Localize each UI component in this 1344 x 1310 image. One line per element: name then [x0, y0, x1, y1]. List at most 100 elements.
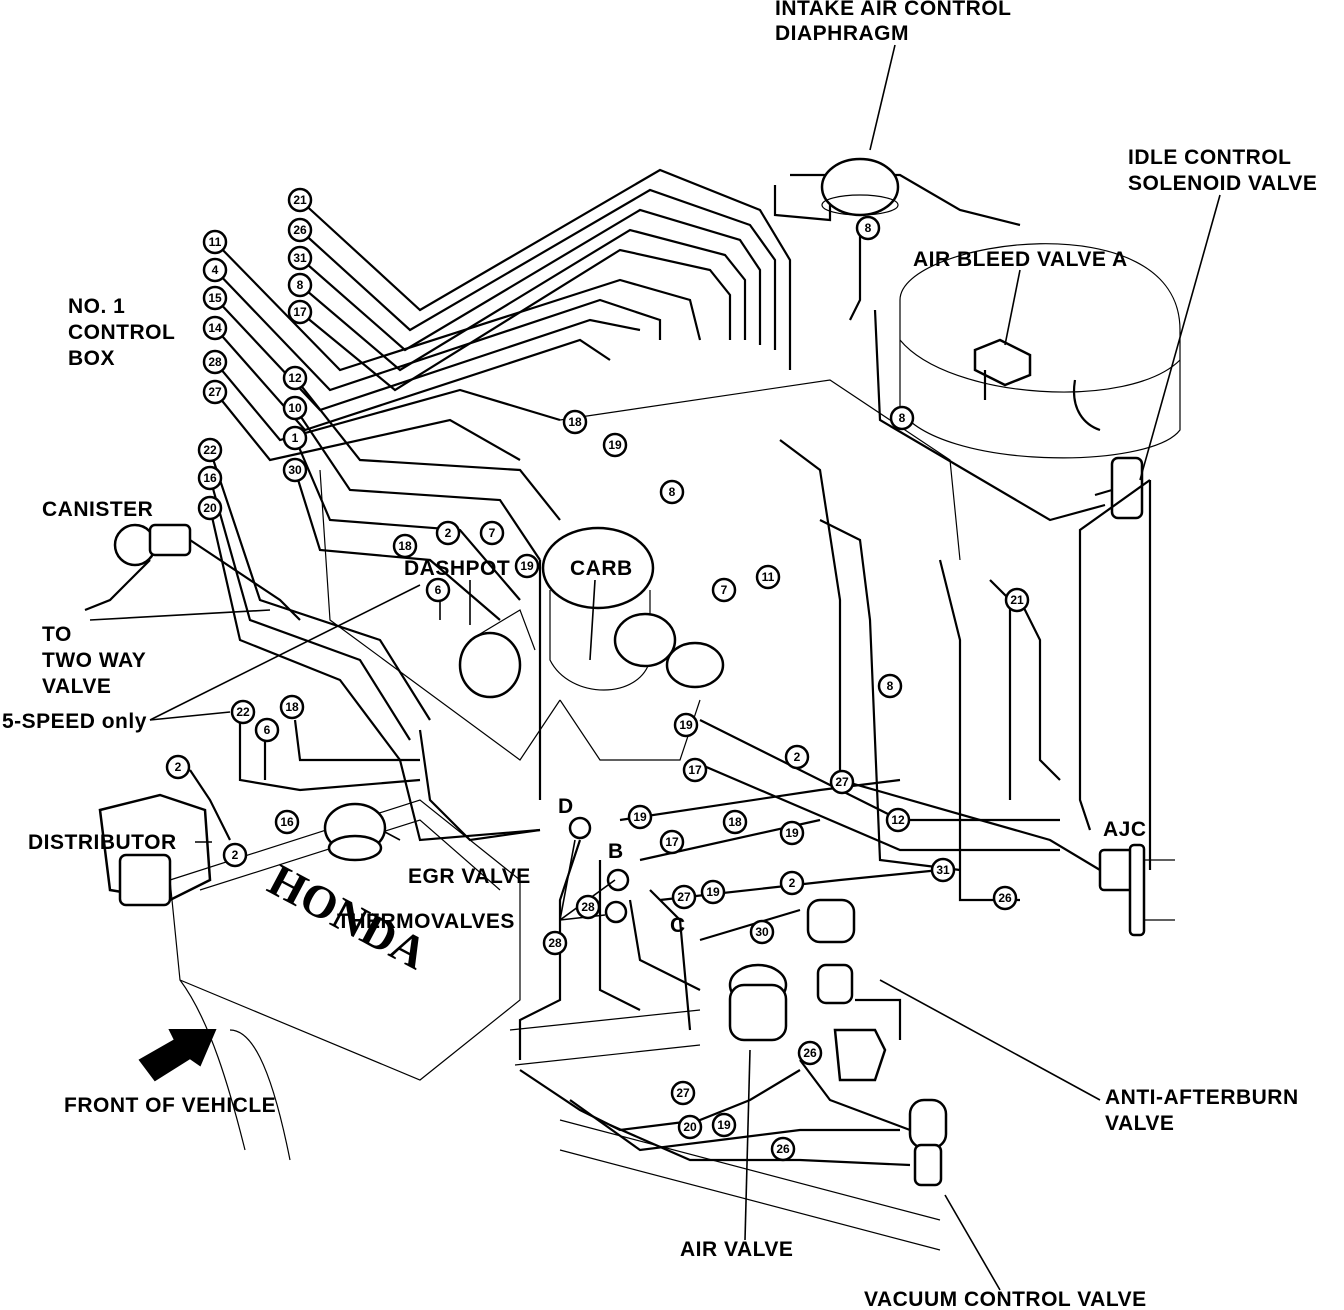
anti-afterburn-valve-label: VALVE — [1105, 1112, 1174, 1135]
hose-number: 31 — [930, 857, 956, 883]
carburetor-shape — [541, 526, 655, 610]
thermovalves-label: THERMOVALVES — [337, 910, 515, 933]
hose-number: 7 — [711, 577, 737, 603]
leader-lines — [89, 44, 1221, 1291]
hose-number: 1 — [282, 425, 308, 451]
svg-text:27: 27 — [835, 775, 849, 789]
hose-number: 19 — [627, 804, 653, 830]
front-arrow-icon — [138, 1029, 217, 1082]
svg-text:18: 18 — [728, 815, 742, 829]
hose-number: 18 — [562, 409, 588, 435]
air-bleed-valve-label: AIR BLEED VALVE A — [913, 248, 1128, 271]
idle-control-label: IDLE CONTROL — [1128, 146, 1292, 169]
anti-afterburn-valve-shape — [806, 898, 856, 944]
hose-number: 12 — [282, 365, 308, 391]
svg-text:2: 2 — [445, 526, 452, 540]
svg-text:7: 7 — [721, 583, 728, 597]
svg-text:2: 2 — [794, 750, 801, 764]
hose-number: 21 — [1004, 587, 1030, 613]
dashpot-shape — [458, 631, 522, 699]
svg-text:10: 10 — [288, 401, 302, 415]
to-label: TO — [42, 623, 72, 646]
svg-text:19: 19 — [785, 826, 799, 840]
hose-number: 10 — [282, 395, 308, 421]
svg-text:18: 18 — [285, 700, 299, 714]
hose-number: 11 — [755, 564, 781, 590]
anti-afterburn-label: ANTI-AFTERBURN — [1105, 1086, 1299, 1109]
hose-number: 6 — [254, 717, 280, 743]
thermovalve-b-label: B — [608, 840, 624, 863]
hose-number: 30 — [282, 457, 308, 483]
svg-text:2: 2 — [175, 760, 182, 774]
svg-text:11: 11 — [209, 235, 222, 249]
solenoid-valve-label: SOLENOID VALVE — [1128, 172, 1317, 195]
component-labels: INTAKE AIR CONTROL DIAPHRAGM IDLE CONTRO… — [2, 0, 1317, 1310]
svg-text:22: 22 — [203, 443, 217, 457]
svg-text:18: 18 — [568, 415, 582, 429]
two-way-label: TWO WAY — [42, 649, 146, 672]
hose-number: 2 — [784, 744, 810, 770]
control-label: CONTROL — [68, 321, 175, 344]
svg-text:28: 28 — [208, 355, 222, 369]
svg-text:8: 8 — [297, 278, 304, 292]
hose-number: 26 — [770, 1136, 796, 1162]
svg-text:1: 1 — [292, 431, 299, 445]
svg-text:19: 19 — [633, 810, 647, 824]
hose-number: 18 — [392, 533, 418, 559]
hose-number: 11 — [202, 229, 228, 255]
egr-valve-label: EGR VALVE — [408, 865, 531, 888]
svg-text:8: 8 — [865, 221, 872, 235]
hose-number: 7 — [479, 520, 505, 546]
hose-number: 27 — [202, 379, 228, 405]
svg-text:4: 4 — [212, 263, 219, 277]
svg-text:8: 8 — [887, 679, 894, 693]
hose-number: 26 — [992, 885, 1018, 911]
svg-text:8: 8 — [899, 411, 906, 425]
hose-number: 12 — [885, 807, 911, 833]
svg-text:12: 12 — [891, 813, 905, 827]
hose-number: 15 — [202, 285, 228, 311]
svg-text:20: 20 — [203, 501, 217, 515]
intake-air-control-diaphragm-shape — [820, 157, 900, 217]
hose-number: 31 — [287, 245, 313, 271]
svg-text:28: 28 — [581, 900, 595, 914]
svg-text:26: 26 — [293, 223, 307, 237]
svg-text:19: 19 — [706, 885, 720, 899]
intake-air-control-label: INTAKE AIR CONTROL — [775, 0, 1011, 20]
thermovalve-d-label: D — [558, 795, 574, 818]
valve-label: VALVE — [42, 675, 111, 698]
hose-number: 27 — [670, 1080, 696, 1106]
hose-number: 4 — [202, 257, 228, 283]
svg-text:20: 20 — [683, 1120, 697, 1134]
engine-drawing: HONDA — [98, 157, 1181, 1251]
svg-text:18: 18 — [398, 539, 412, 553]
hose-number: 19 — [779, 820, 805, 846]
diaphragm-label: DIAPHRAGM — [775, 22, 909, 45]
hose-number: 18 — [279, 694, 305, 720]
dashpot-label: DASHPOT — [404, 557, 510, 580]
canister-label: CANISTER — [42, 498, 153, 521]
svg-text:16: 16 — [203, 471, 217, 485]
hose-number: 28 — [202, 349, 228, 375]
carb-label: CARB — [570, 557, 633, 580]
svg-text:19: 19 — [717, 1118, 731, 1132]
svg-text:11: 11 — [762, 570, 775, 584]
hose-number: 19 — [514, 553, 540, 579]
hose-number: 17 — [659, 829, 685, 855]
svg-text:28: 28 — [548, 936, 562, 950]
svg-text:2: 2 — [789, 876, 796, 890]
svg-text:6: 6 — [435, 583, 442, 597]
hose-number: 8 — [855, 215, 881, 241]
svg-text:21: 21 — [1010, 593, 1024, 607]
svg-text:7: 7 — [489, 526, 496, 540]
vacuum-hoses — [84, 168, 1152, 1167]
five-speed-label: 5-SPEED only — [2, 710, 147, 733]
svg-text:17: 17 — [293, 305, 307, 319]
thermovalve-c-label: C — [670, 914, 686, 937]
hose-number: 8 — [877, 673, 903, 699]
svg-text:19: 19 — [520, 559, 534, 573]
hose-number: 8 — [659, 479, 685, 505]
svg-text:22: 22 — [236, 705, 250, 719]
vacuum-control-valve-label: VACUUM CONTROL VALVE — [864, 1288, 1147, 1310]
